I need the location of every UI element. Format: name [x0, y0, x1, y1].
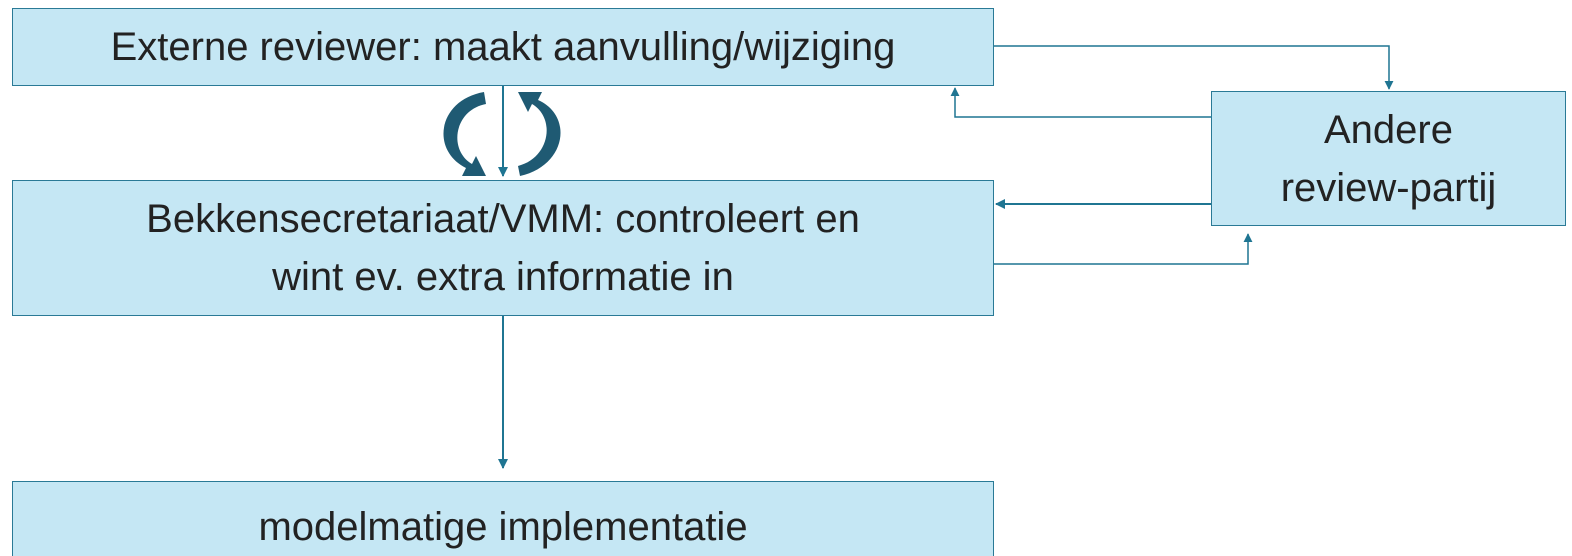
external-reviewer-label: Externe reviewer: maakt aanvulling/wijzi…: [110, 25, 896, 69]
arrow-bekken-to-andere: [994, 233, 1253, 265]
implementation-label: modelmatige implementatie: [258, 505, 748, 549]
external-reviewer-box: Externe reviewer: maakt aanvulling/wijzi…: [12, 8, 994, 86]
other-review-party-box: Andere review-partij: [1211, 91, 1566, 226]
bekkensecretariaat-label-line1: Bekkensecretariaat/VMM: controleert en: [146, 197, 860, 241]
other-review-party-label-line2: review-partij: [1280, 165, 1497, 210]
other-review-party-label-line1: Andere: [1324, 107, 1453, 152]
arrow-external-to-andere: [994, 45, 1394, 90]
arrow-andere-to-external: [950, 87, 1211, 118]
implementation-box: modelmatige implementatie: [12, 481, 994, 556]
bekkensecretariaat-text: Bekkensecretariaat/VMM: controleert en w…: [146, 190, 860, 306]
bekkensecretariaat-box: Bekkensecretariaat/VMM: controleert en w…: [12, 180, 994, 316]
cycle-left-arrow-icon: [443, 92, 486, 176]
cycle-right-arrow-icon: [518, 92, 561, 176]
bekkensecretariaat-label-line2: wint ev. extra informatie in: [272, 255, 734, 299]
cycle-icon: [443, 92, 561, 176]
other-review-party-text: Andere review-partij: [1281, 101, 1497, 217]
